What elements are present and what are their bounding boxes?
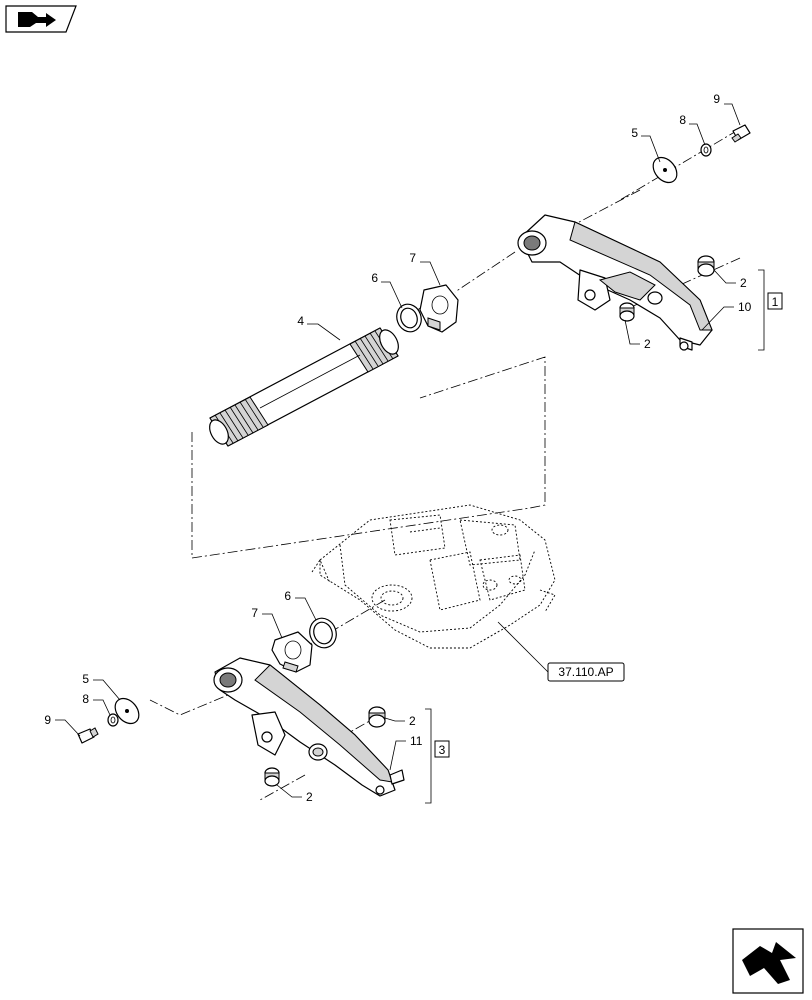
callout-4: 4 bbox=[297, 314, 304, 328]
callout-2: 2 bbox=[740, 276, 747, 290]
lift-arm-part-11 bbox=[213, 657, 405, 797]
bushing-part-2 bbox=[264, 767, 280, 787]
bolt-part-9 bbox=[77, 727, 99, 744]
callout-2: 2 bbox=[409, 714, 416, 728]
shaft-part-4 bbox=[209, 327, 399, 447]
bushing-part-2 bbox=[697, 255, 715, 277]
assembly-ref-3: 3 bbox=[439, 743, 446, 757]
callout-9: 9 bbox=[713, 92, 720, 106]
callout-8: 8 bbox=[679, 113, 686, 127]
section-reference-label: 37.110.AP bbox=[558, 665, 613, 679]
washer-part-5 bbox=[652, 156, 678, 184]
snap-ring-part-6 bbox=[309, 617, 337, 649]
callout-6: 6 bbox=[371, 271, 378, 285]
bushing-part-2 bbox=[619, 302, 635, 322]
assembly-bracket-1 bbox=[758, 269, 783, 351]
assembly-ref-1: 1 bbox=[772, 295, 779, 309]
callout-8: 8 bbox=[82, 692, 89, 706]
callout-6: 6 bbox=[284, 589, 291, 603]
callout-7: 7 bbox=[409, 251, 416, 265]
assembly-bracket-3 bbox=[425, 708, 450, 804]
bolt-part-9 bbox=[731, 124, 751, 143]
lift-arm-part-10 bbox=[517, 214, 713, 351]
callout-10: 10 bbox=[738, 300, 752, 314]
callout-2: 2 bbox=[644, 337, 651, 351]
callout-labels: 9 8 5 7 6 4 2 10 2 7 6 5 8 9 2 11 2 1 3 bbox=[44, 92, 778, 804]
callout-2: 2 bbox=[306, 790, 313, 804]
bushing-part-2 bbox=[368, 706, 386, 728]
book-arrow-icon[interactable] bbox=[5, 5, 77, 33]
plate-part-7 bbox=[419, 284, 459, 333]
callout-leaders bbox=[55, 103, 741, 798]
washer-part-5 bbox=[114, 697, 140, 725]
callout-7: 7 bbox=[251, 606, 258, 620]
callout-11: 11 bbox=[410, 734, 423, 748]
callout-5: 5 bbox=[82, 672, 89, 686]
section-reference[interactable]: 37.110.AP bbox=[547, 662, 625, 682]
next-page-arrow-icon[interactable] bbox=[732, 928, 804, 994]
lockwasher-part-8 bbox=[107, 713, 119, 727]
callout-9: 9 bbox=[44, 713, 51, 727]
plate-part-7 bbox=[271, 631, 313, 673]
housing-reference bbox=[311, 504, 556, 673]
snap-ring-part-6 bbox=[396, 303, 422, 333]
lockwasher-part-8 bbox=[700, 143, 712, 157]
callout-5: 5 bbox=[631, 126, 638, 140]
